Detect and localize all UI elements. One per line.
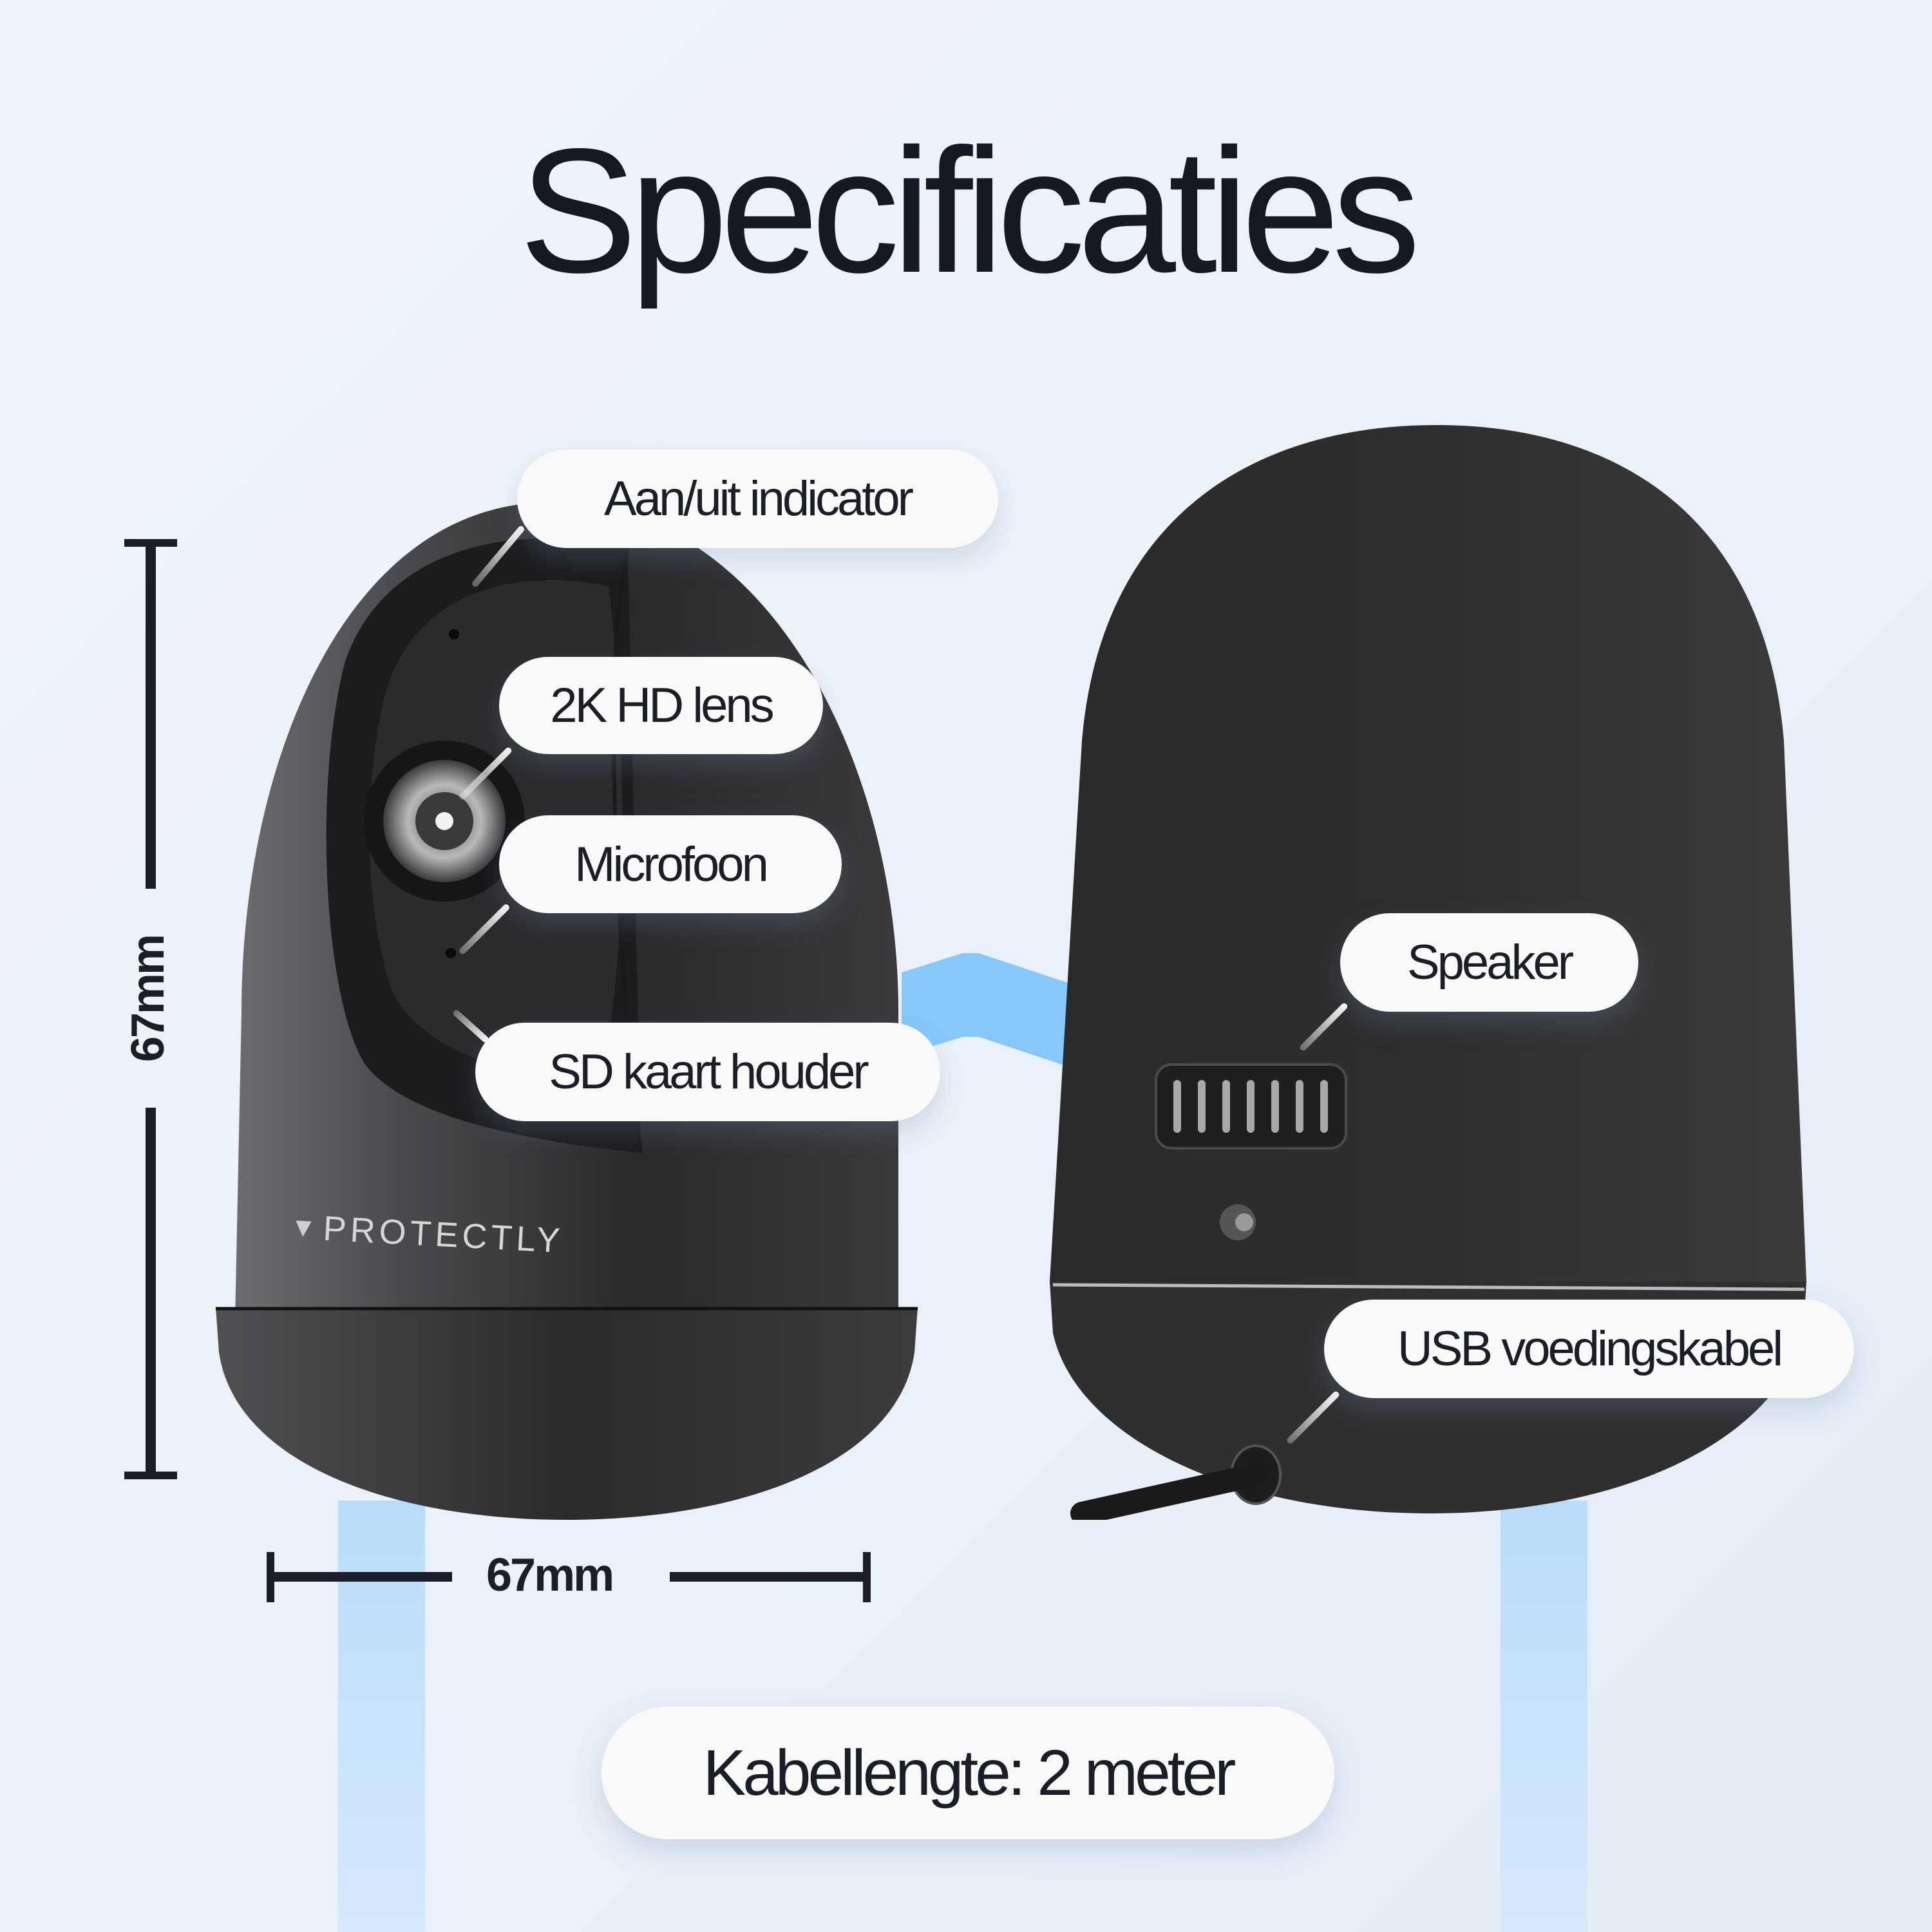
callout-speaker: Speaker	[1340, 913, 1638, 1012]
width-dimension-right-cap	[863, 1552, 871, 1602]
height-dimension-bottom-cap	[124, 1472, 177, 1479]
width-dimension-line-right	[670, 1572, 866, 1582]
cable-path-left-vertical	[338, 1501, 425, 1932]
height-dimension-label: 67mm	[122, 935, 174, 1063]
width-dimension-label: 67mm	[486, 1549, 614, 1601]
callout-power-indicator: Aan/uit indicator	[517, 450, 998, 548]
callout-microphone: Microfoon	[499, 815, 842, 913]
width-dimension-line-left	[270, 1572, 452, 1582]
page-title: Specificaties	[519, 112, 1421, 310]
camera-front-image	[216, 502, 918, 1520]
height-dimension-line-bottom	[146, 1108, 156, 1475]
cable-path-right-vertical	[1501, 1501, 1587, 1932]
height-dimension-top-cap	[124, 539, 177, 547]
callout-usb-cable: USB voedingskabel	[1324, 1300, 1854, 1398]
cable-length-badge: Kabellengte: 2 meter	[601, 1707, 1334, 1839]
callout-lens: 2K HD lens	[499, 657, 823, 754]
shield-check-icon: ▼	[289, 1211, 318, 1244]
height-dimension-line-top	[146, 544, 156, 889]
callout-sd-card-holder: SD kaart houder	[475, 1023, 940, 1121]
cable-path-middle	[902, 953, 1095, 1075]
